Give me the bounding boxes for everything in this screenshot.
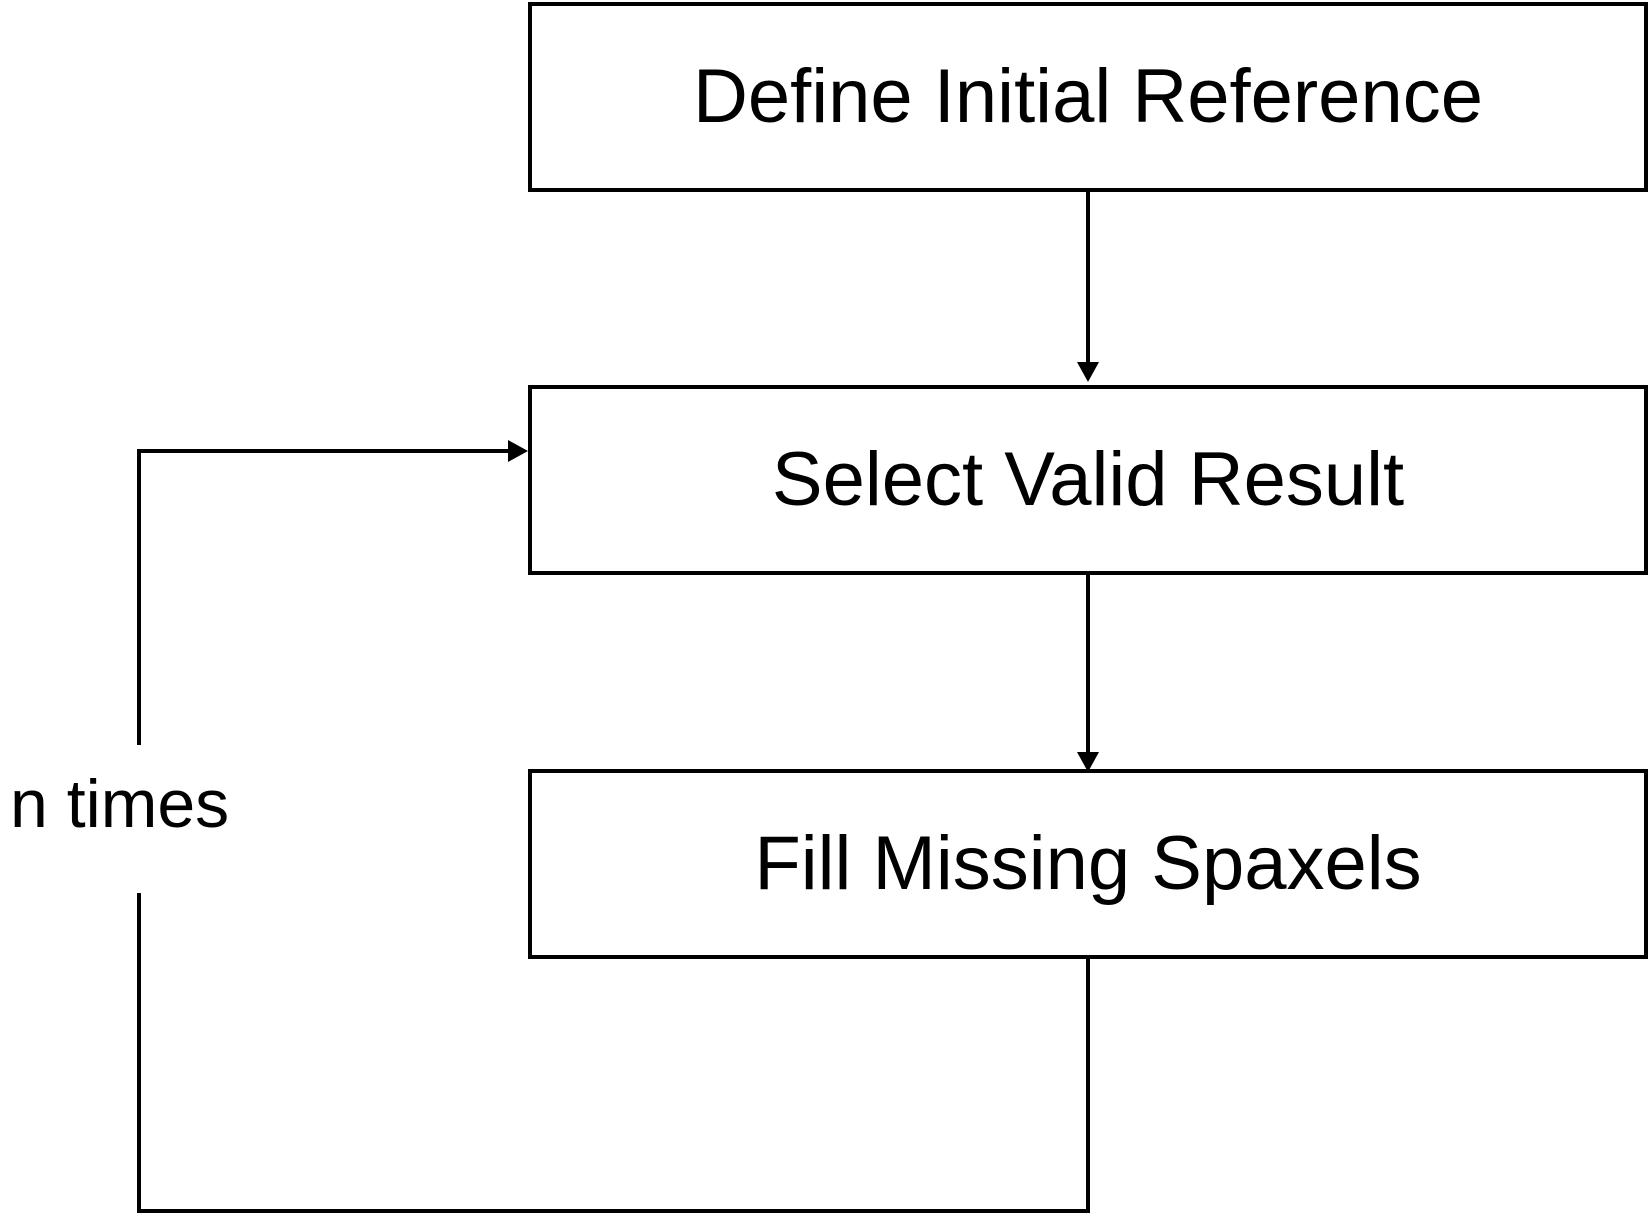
loop-connector bbox=[137, 440, 1090, 1213]
arrow-select-to-fill bbox=[1077, 575, 1099, 772]
loop-count-label: n times bbox=[10, 766, 230, 842]
box-label: Select Valid Result bbox=[771, 437, 1405, 522]
arrow-define-to-select bbox=[1077, 185, 1099, 382]
fill-missing-spaxels-box: Fill Missing Spaxels bbox=[528, 769, 1648, 959]
select-valid-result-box: Select Valid Result bbox=[528, 385, 1648, 575]
box-label: Define Initial Reference bbox=[693, 54, 1483, 139]
box-label: Fill Missing Spaxels bbox=[754, 821, 1422, 906]
define-initial-reference-box: Define Initial Reference bbox=[528, 2, 1648, 192]
